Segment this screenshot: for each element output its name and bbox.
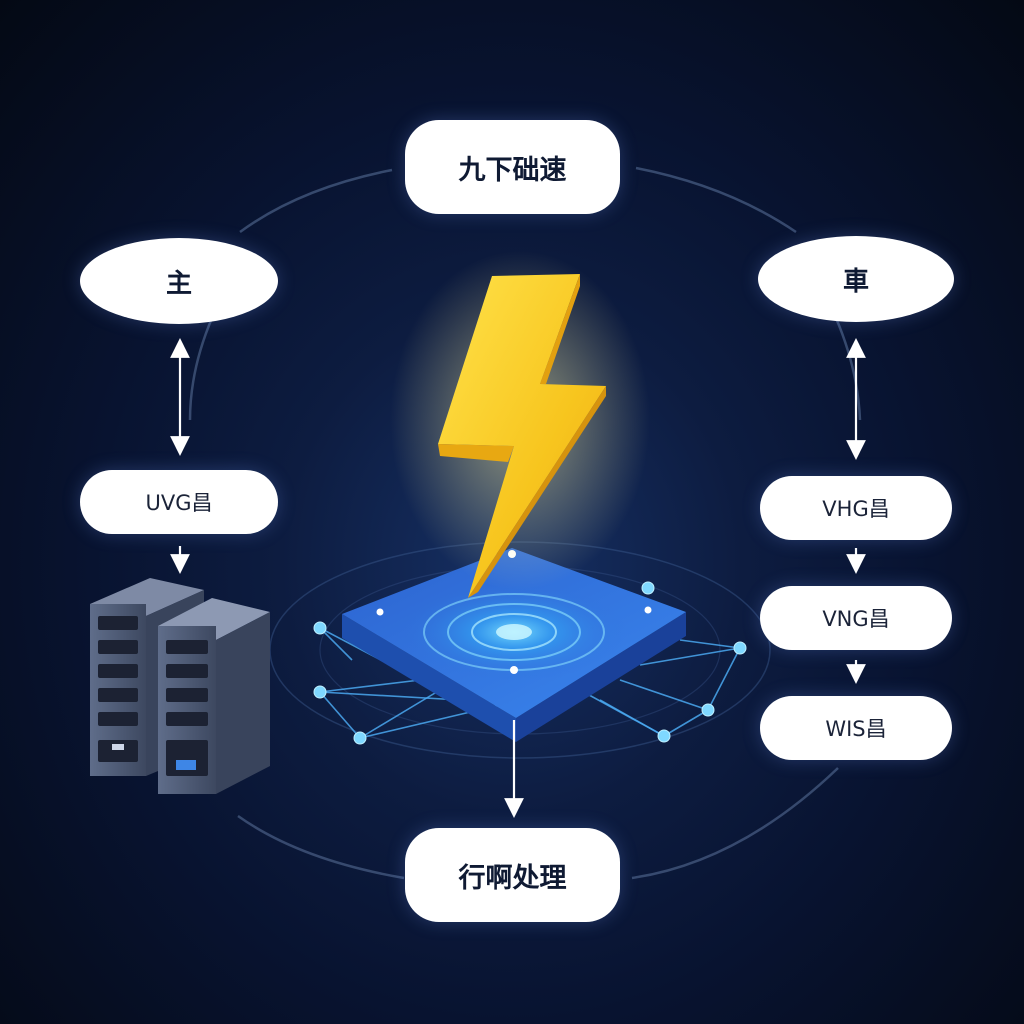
- orbit-ring: [188, 166, 862, 880]
- node-left-top-label: 主: [165, 268, 192, 299]
- node-right-1: VHG昌: [760, 476, 952, 540]
- node-right-1-label: VHG昌: [822, 497, 890, 521]
- node-right-3-label: WIS昌: [825, 717, 887, 741]
- node-bottom: 行啊处理: [405, 828, 620, 922]
- server-rack-icon: [90, 578, 270, 794]
- node-right-3: WIS昌: [760, 696, 952, 760]
- node-left-mid-label: UVG昌: [145, 491, 213, 515]
- node-right-2: VNG昌: [760, 586, 952, 650]
- node-top: 九下础速: [405, 120, 620, 214]
- lightning-bolt-icon: [390, 250, 650, 598]
- network-lines: [319, 627, 741, 739]
- node-right-top: 車: [758, 236, 954, 322]
- chip-platform-icon: [342, 548, 686, 742]
- node-left-mid: UVG昌: [80, 470, 278, 534]
- node-right-top-label: 車: [842, 266, 869, 297]
- flow-arrows: [170, 338, 866, 818]
- node-top-label: 九下础速: [458, 154, 567, 186]
- node-right-2-label: VNG昌: [822, 607, 890, 631]
- node-bottom-label: 行啊处理: [458, 862, 567, 894]
- network-nodes: [313, 581, 747, 745]
- node-left-top: 主: [80, 238, 278, 324]
